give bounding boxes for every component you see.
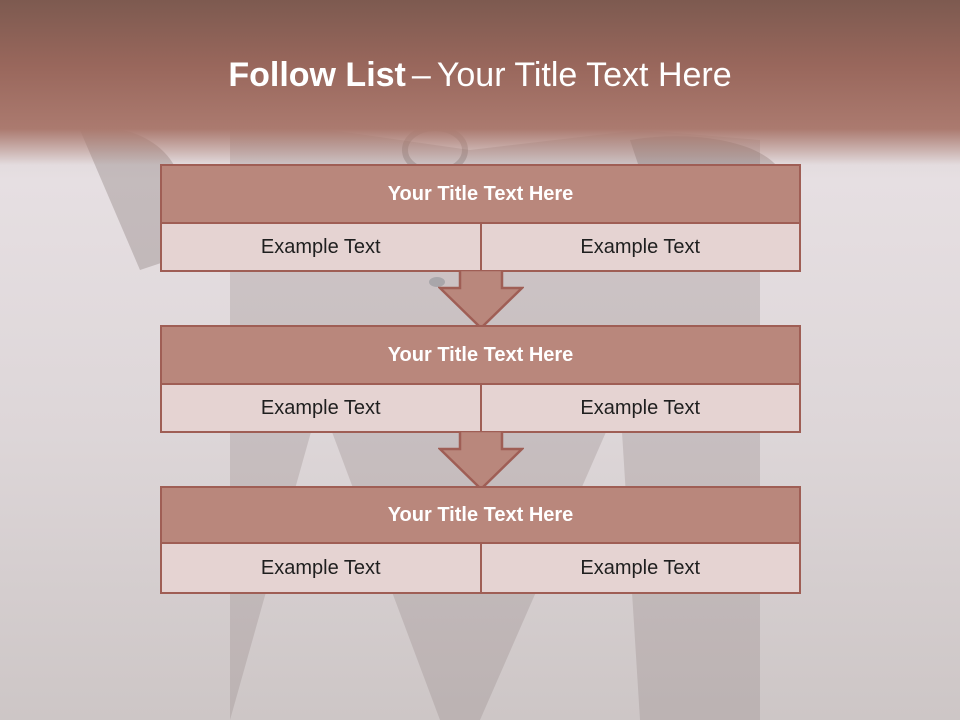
slide-title: Follow List–Your Title Text Here (0, 52, 960, 98)
block-row: Example Text Example Text (162, 224, 799, 270)
follow-block-2: Your Title Text Here Example Text Exampl… (160, 325, 801, 433)
block-title: Your Title Text Here (162, 488, 799, 544)
block-cell-left: Example Text (260, 396, 381, 419)
down-arrow-icon (438, 431, 524, 491)
block-cell-left: Example Text (260, 556, 381, 579)
down-arrow-icon (438, 270, 524, 330)
follow-block-3: Your Title Text Here Example Text Exampl… (160, 486, 801, 594)
block-title: Your Title Text Here (162, 166, 799, 224)
header-band (0, 0, 960, 165)
block-cell-right: Example Text (479, 385, 800, 431)
block-cell-right: Example Text (479, 224, 800, 270)
block-cell-right: Example Text (479, 544, 800, 592)
slide-title-bold: Follow List (228, 56, 406, 94)
follow-block-1: Your Title Text Here Example Text Exampl… (160, 164, 801, 272)
slide-title-rest: Your Title Text Here (436, 56, 732, 94)
block-row: Example Text Example Text (162, 544, 799, 592)
slide-title-separator: – (411, 56, 431, 94)
block-title: Your Title Text Here (162, 327, 799, 385)
block-cell-left: Example Text (260, 235, 381, 258)
block-row: Example Text Example Text (162, 385, 799, 431)
